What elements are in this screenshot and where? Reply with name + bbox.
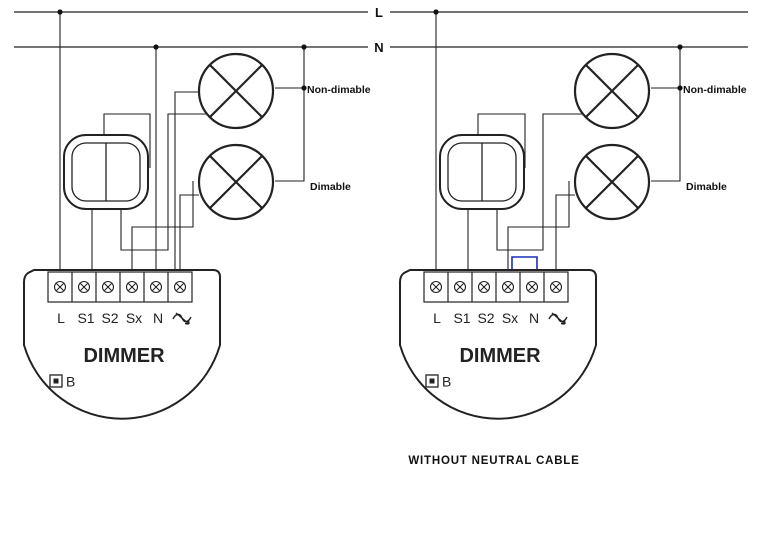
lamp-non-dimable	[573, 52, 651, 130]
wire-sx	[131, 181, 194, 272]
wire-dim-return	[275, 88, 305, 182]
wires	[435, 12, 681, 272]
live-line-label: L	[375, 5, 383, 20]
wire-output	[179, 194, 199, 272]
lamp-dimable	[573, 143, 651, 221]
b-button-label: B	[442, 374, 451, 390]
wire-dim-return	[651, 88, 681, 182]
screw-icon	[525, 280, 539, 294]
screw-icon	[77, 280, 91, 294]
junction-dot	[301, 44, 307, 50]
b-button-dot	[53, 378, 59, 384]
junction-dot	[301, 85, 307, 91]
caption-without-neutral: WITHOUT NEUTRAL CABLE	[408, 455, 579, 467]
lamp-label-dimable: Dimable	[686, 181, 727, 193]
lamp-non-dimable	[197, 52, 275, 130]
terminal-labels: L S1 S2 Sx N	[433, 310, 539, 326]
dimmer-module: L S1 S2 Sx N DIMMER B	[23, 269, 221, 420]
b-button-label: B	[66, 374, 75, 390]
terminal-label: L	[433, 310, 441, 326]
terminal-labels: L S1 S2 Sx N	[57, 310, 163, 326]
terminal-screws	[429, 280, 563, 294]
screw-icon	[125, 280, 139, 294]
dimmer-module: L S1 S2 Sx N DIMMER B	[399, 269, 597, 420]
b-button[interactable]: B	[425, 374, 451, 390]
screw-icon	[53, 280, 67, 294]
terminal-label: N	[529, 310, 539, 326]
wire-s2	[120, 113, 236, 251]
neutral-line-label: N	[374, 40, 383, 55]
terminal-label: L	[57, 310, 65, 326]
wall-switch	[439, 134, 525, 210]
junction-dot	[57, 9, 63, 15]
diagram-with-neutral: Non-dimable Dimable	[23, 9, 371, 420]
terminal-label: S1	[453, 310, 470, 326]
terminal-block	[47, 271, 193, 303]
wire-output	[555, 194, 575, 272]
screw-icon	[173, 280, 187, 294]
terminal-label: S1	[77, 310, 94, 326]
junction-dots	[433, 9, 683, 91]
diagram-without-neutral: Non-dimable Dimable	[399, 9, 747, 467]
terminal-label: S2	[477, 310, 494, 326]
screw-icon	[549, 280, 563, 294]
wire-nondim-return	[651, 47, 681, 89]
junction-dot	[153, 44, 159, 50]
bridge-wire	[511, 256, 538, 272]
junction-dot	[433, 9, 439, 15]
terminal-block	[423, 271, 569, 303]
terminal-label: Sx	[126, 310, 142, 326]
module-body	[23, 269, 221, 420]
wire-switch-feed	[477, 113, 526, 168]
wire-sx	[507, 181, 570, 272]
junction-dot	[677, 85, 683, 91]
wire-nondim-return	[275, 47, 305, 89]
dimmer-output-icon	[172, 312, 192, 325]
lamp-dimable	[197, 143, 275, 221]
screw-icon	[501, 280, 515, 294]
dimmer-output-icon	[548, 312, 568, 325]
screw-icon	[453, 280, 467, 294]
supply-lines	[14, 11, 748, 48]
screw-icon	[477, 280, 491, 294]
terminal-label: N	[153, 310, 163, 326]
terminal-screws	[53, 280, 187, 294]
terminal-label: S2	[101, 310, 118, 326]
wire-nondim-feed	[174, 91, 199, 272]
lamp-label-non-dimable: Non-dimable	[307, 84, 371, 96]
module-body	[399, 269, 597, 420]
terminal-label: Sx	[502, 310, 518, 326]
lamp-label-dimable: Dimable	[310, 181, 351, 193]
wire-switch-feed	[103, 113, 151, 168]
wall-switch	[63, 134, 149, 210]
b-button[interactable]: B	[49, 374, 75, 390]
b-button-dot	[429, 378, 435, 384]
screw-icon	[149, 280, 163, 294]
screw-icon	[101, 280, 115, 294]
module-title: DIMMER	[83, 345, 165, 367]
module-title: DIMMER	[459, 345, 541, 367]
lamp-label-non-dimable: Non-dimable	[683, 84, 747, 96]
screw-icon	[429, 280, 443, 294]
wire-s2	[496, 113, 612, 251]
junction-dot	[677, 44, 683, 50]
junction-dots	[57, 9, 307, 91]
